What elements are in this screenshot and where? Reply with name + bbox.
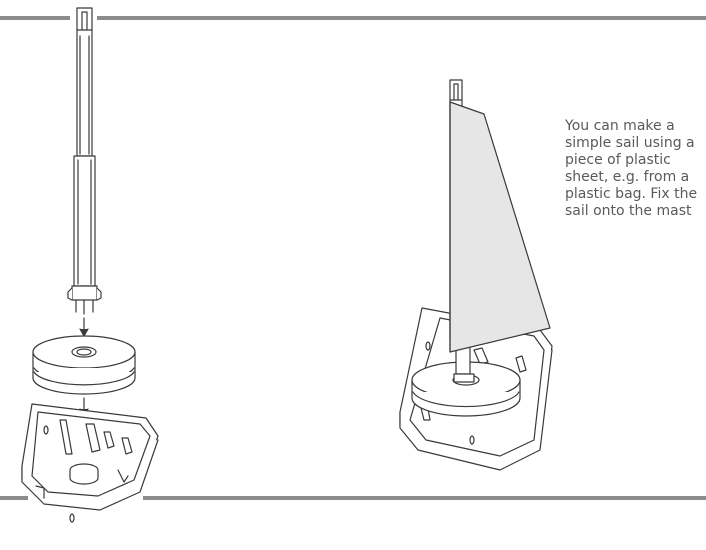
instruction-line: You can make a (565, 118, 675, 134)
bottom-rule-right (143, 496, 706, 500)
instruction-line: plastic bag. Fix the (565, 186, 698, 202)
instruction-line: simple sail using a (565, 135, 695, 151)
instruction-line: piece of plastic (565, 152, 671, 168)
top-rule-left (0, 16, 70, 20)
top-rule-right (97, 16, 706, 20)
arrow-down-icon (79, 317, 89, 337)
instruction-line: sail onto the mast (565, 203, 692, 219)
hull-part (21, 403, 159, 523)
sail (449, 101, 551, 353)
mast-part (67, 7, 102, 315)
instruction-line: sheet, e.g. from a (565, 169, 690, 185)
disc-part (32, 335, 136, 395)
sail-instructions: You can make a simple sail using a piece… (565, 118, 706, 220)
bottom-rule-left (0, 496, 28, 500)
